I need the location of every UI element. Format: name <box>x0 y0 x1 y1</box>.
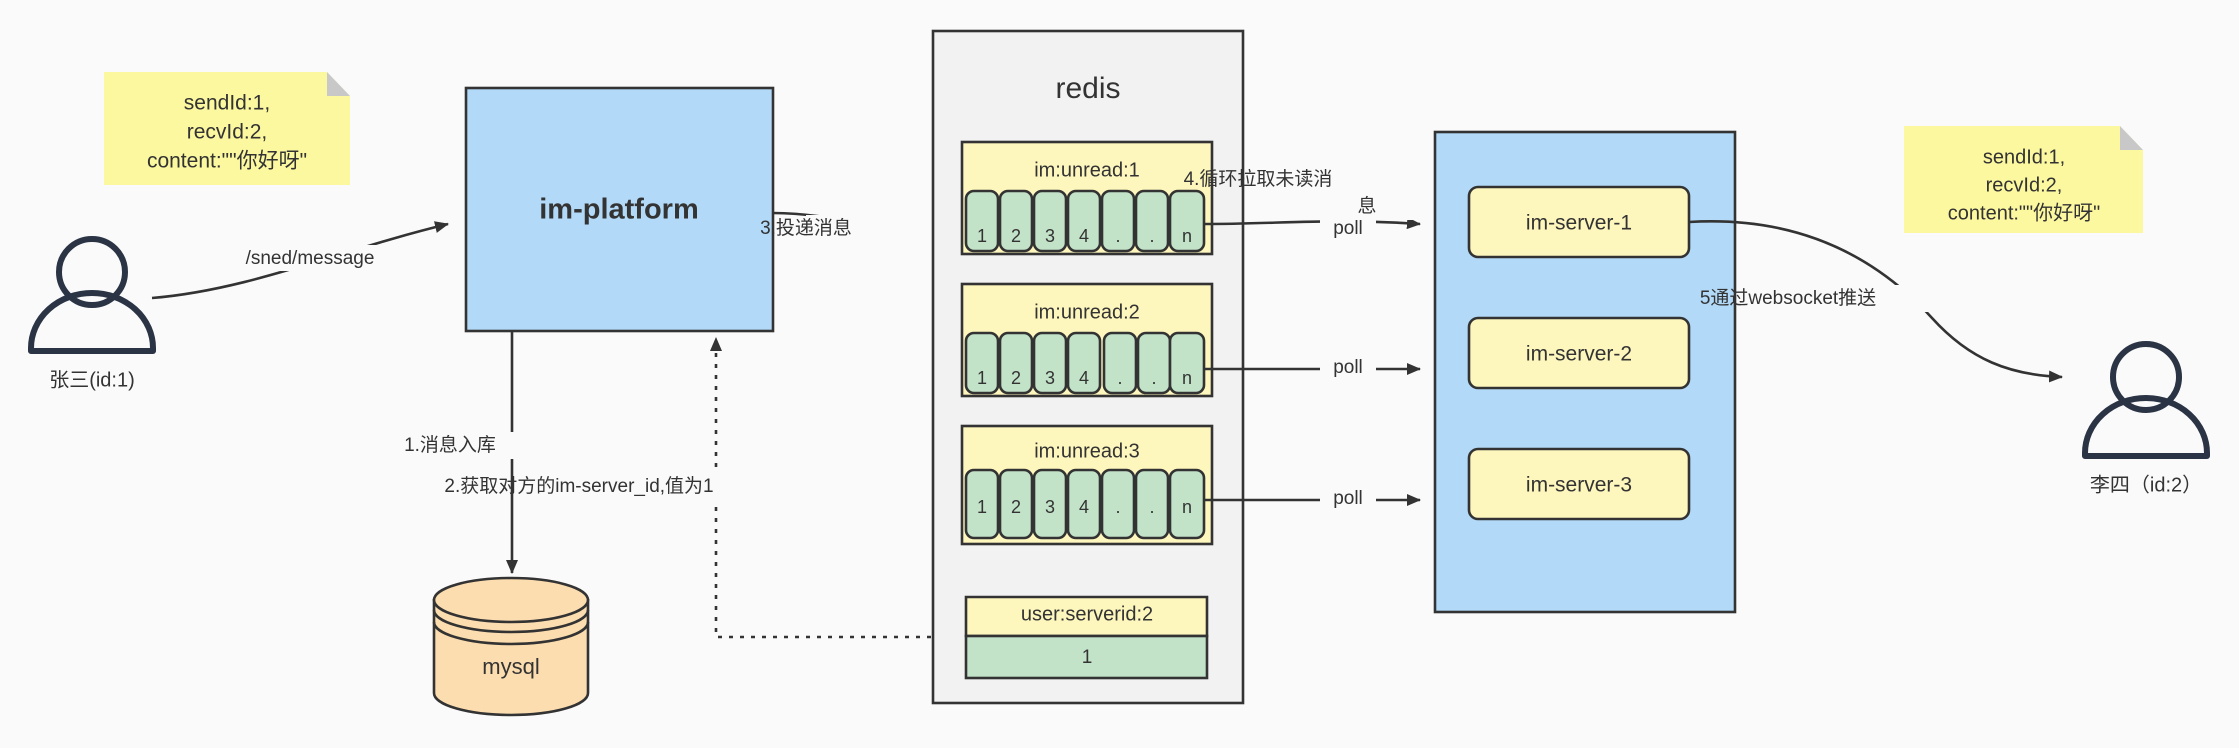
im-server-1-node[interactable]: im-server-1 <box>1467 185 1691 259</box>
redis-key-label-3: im:unread:3 <box>1034 440 1140 462</box>
edge-label-step3: 3.投递消息 <box>760 217 852 239</box>
edge-poll-2: poll <box>1204 356 1421 381</box>
im-server-2-node[interactable]: im-server-2 <box>1467 316 1691 390</box>
redis-key-label-user: user:serverid:2 <box>1021 603 1153 625</box>
redis-key-block-user-serverid[interactable]: user:serverid:2 1 <box>964 595 1209 680</box>
redis-key-block-im-unread-3[interactable]: im:unread:3 1 2 3 4 . . n <box>960 424 1214 546</box>
redis-cell: 1 <box>977 226 987 246</box>
redis-cell: 3 <box>1045 368 1055 388</box>
redis-cell: 2 <box>1011 497 1021 517</box>
mysql-label: mysql <box>482 654 539 679</box>
edge-label-step4-line2: 息 <box>1357 195 1376 217</box>
im-platform-label: im-platform <box>539 194 699 226</box>
redis-cell: 3 <box>1045 226 1055 246</box>
redis-cell: 1 <box>977 497 987 517</box>
im-platform-node[interactable]: im-platform <box>464 86 775 333</box>
actor-receiver-label: 李四（id:2） <box>2090 473 2202 496</box>
edge-send-message: /sned/message <box>151 221 449 300</box>
edge-label-step2: 2.获取对方的im-server_id,值为1 <box>444 475 713 497</box>
note-left-line-3: content:""你好呀" <box>147 150 307 173</box>
edge-poll-1: poll <box>1203 217 1421 242</box>
edge-step3: 3.投递消息 <box>760 211 953 242</box>
edge-step1: 1.消息入库 <box>404 331 575 574</box>
note-right-line-1: sendId:1, <box>1983 146 2065 168</box>
redis-cell: 4 <box>1079 368 1089 388</box>
edge-label-step5: 5通过websocket推送 <box>1700 287 1876 309</box>
edge-label-poll-1: poll <box>1333 218 1363 239</box>
redis-cell: . <box>1149 497 1154 517</box>
note-left-line-2: recvId:2, <box>187 121 268 144</box>
note-left-line-1: sendId:1, <box>184 92 270 115</box>
edge-label-poll-2: poll <box>1333 357 1363 378</box>
redis-label: redis <box>1055 72 1120 105</box>
edge-label-step4-line1: 4.循环拉取未读消 <box>1184 168 1333 190</box>
redis-cells-2: 1 2 3 4 . . n <box>964 331 1206 395</box>
mysql-node[interactable]: mysql <box>432 576 590 717</box>
im-server-2-label: im-server-2 <box>1526 343 1632 366</box>
redis-cell: . <box>1115 226 1120 246</box>
redis-key-label-1: im:unread:1 <box>1034 159 1140 181</box>
redis-cell: 2 <box>1011 368 1021 388</box>
redis-cell: . <box>1149 226 1154 246</box>
actor-sender: 张三(id:1) <box>28 236 156 391</box>
redis-cell: n <box>1182 368 1192 388</box>
note-right-line-3: content:""你好呀" <box>1948 201 2100 224</box>
redis-cell: 3 <box>1045 497 1055 517</box>
im-server-3-label: im-server-3 <box>1526 474 1632 497</box>
sticky-note-left: sendId:1, recvId:2, content:""你好呀" <box>104 72 350 185</box>
edge-label-send-message: /sned/message <box>246 248 375 269</box>
redis-cell: . <box>1115 497 1120 517</box>
edge-step2: 2.获取对方的im-server_id,值为1 <box>444 337 953 639</box>
redis-cells-3: 1 2 3 4 . . n <box>964 468 1206 540</box>
redis-key-label-2: im:unread:2 <box>1034 301 1140 323</box>
im-server-group: im-server-1 im-server-2 im-server-3 <box>1433 130 1737 614</box>
redis-cell: . <box>1117 368 1122 388</box>
actor-receiver: 李四（id:2） <box>2082 341 2210 496</box>
actor-sender-label: 张三(id:1) <box>49 368 135 391</box>
edge-step5: 5通过websocket推送 <box>1688 220 2063 383</box>
redis-cell: 1 <box>977 368 987 388</box>
redis-cell: 2 <box>1011 226 1021 246</box>
edge-poll-3: poll <box>1204 487 1421 512</box>
edge-label-step1: 1.消息入库 <box>404 434 496 456</box>
im-server-1-label: im-server-1 <box>1526 212 1632 235</box>
redis-cell: 4 <box>1079 497 1089 517</box>
edge-label-poll-3: poll <box>1333 488 1363 509</box>
redis-value-user: 1 <box>1082 647 1093 668</box>
redis-cell: n <box>1182 497 1192 517</box>
redis-key-block-im-unread-2[interactable]: im:unread:2 1 2 3 4 . . n <box>960 282 1214 398</box>
sticky-note-right: sendId:1, recvId:2, content:""你好呀" <box>1904 126 2143 233</box>
redis-cell: 4 <box>1079 226 1089 246</box>
redis-cell: . <box>1151 368 1156 388</box>
redis-cell: n <box>1182 226 1192 246</box>
redis-cells-1: 1 2 3 4 . . n <box>964 189 1206 253</box>
note-right-line-2: recvId:2, <box>1986 174 2063 196</box>
redis-key-block-im-unread-1[interactable]: im:unread:1 1 2 3 4 . . n <box>960 140 1214 256</box>
im-server-3-node[interactable]: im-server-3 <box>1467 447 1691 521</box>
